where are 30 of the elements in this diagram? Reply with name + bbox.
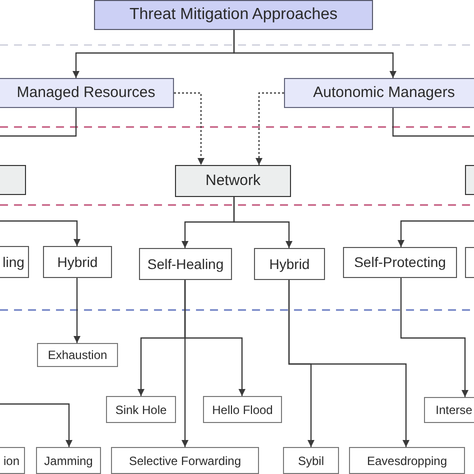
category-box: Exhaustion [37,343,118,367]
category-box: Self-Protecting [343,247,457,278]
dotted-arrow [174,92,204,165]
arrow [398,220,474,247]
category-box: Sybil [283,447,339,474]
arrow [0,220,80,246]
category-box: Hello Flood [203,396,282,423]
arrow [233,30,396,78]
category-box: Jamming [36,447,101,474]
arrow [182,280,188,447]
arrow [74,278,80,343]
arrow [400,278,468,397]
arrow [233,197,292,248]
arrow [0,403,72,447]
category-box: Autonomic Managers [284,78,474,108]
category-box: Hybrid [254,248,325,280]
category-box: ion [0,447,25,474]
category-box: Network [175,165,291,197]
cut-off-box [0,165,26,195]
dotted-arrow [256,92,284,165]
category-box: Self-Healing [139,248,232,280]
category-box: Interse [424,397,474,423]
category-box: Threat Mitigation Approaches [94,0,373,30]
arrow [288,280,410,447]
category-box: ling [0,246,29,278]
category-box: Hybrid [43,246,112,278]
category-box: Managed Resources [0,78,174,108]
category-box: Sink Hole [106,396,176,423]
category-box: Eavesdropping [349,447,465,474]
category-box: Selective Forwarding [111,447,259,474]
